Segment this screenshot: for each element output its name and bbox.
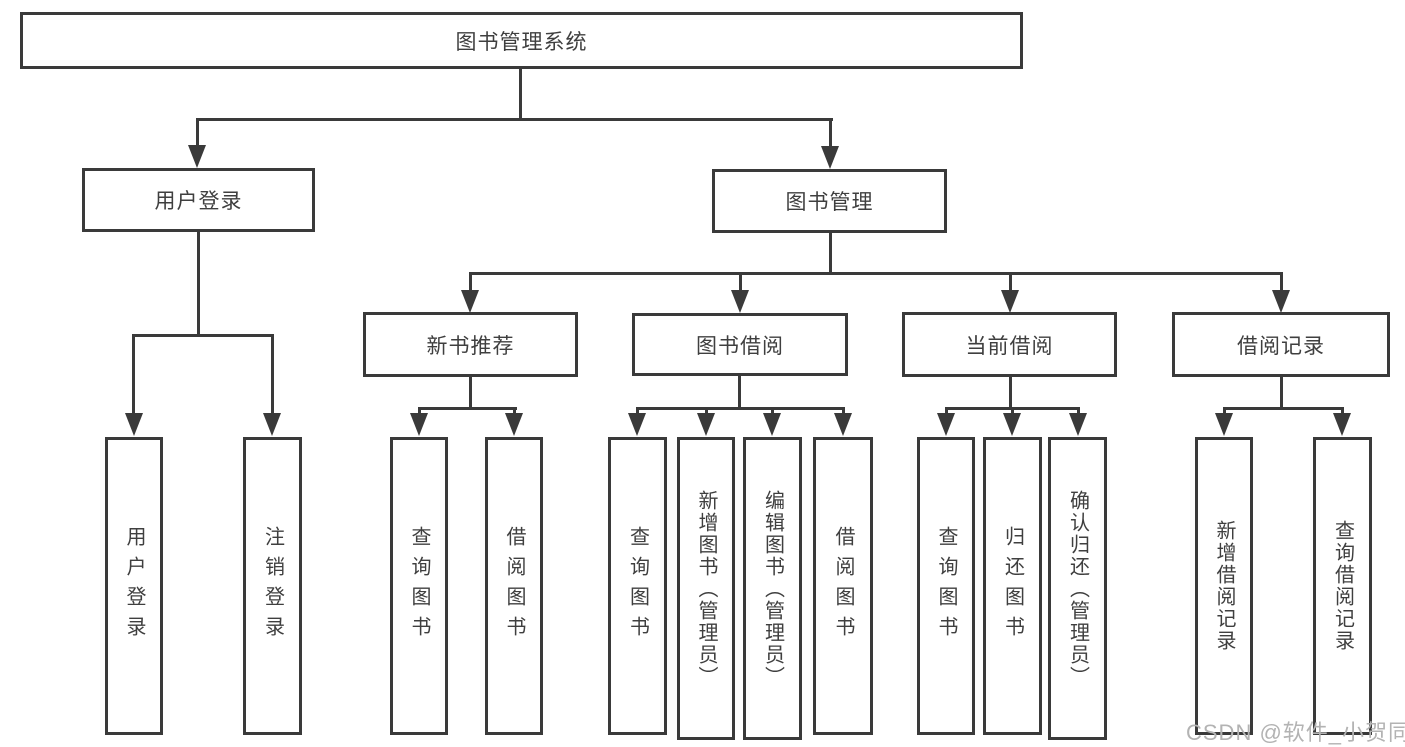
node-root-label: 图书管理系统 — [455, 30, 588, 54]
connector-line — [1341, 407, 1344, 418]
leaf-bb-borrow-books: 借阅图书 — [813, 437, 873, 735]
connector-line — [196, 118, 199, 150]
csdn-watermark: CSDN @软件_小贺同学 — [1186, 720, 1405, 745]
node-borrow-records-label: 借阅记录 — [1237, 334, 1325, 358]
leaf-br-add-record: 新增借阅记录 — [1195, 437, 1253, 735]
connector-line — [1009, 377, 1012, 410]
connector-line — [469, 272, 472, 293]
arrow-down-icon — [1272, 290, 1290, 313]
connector-line — [1223, 407, 1226, 418]
connector-line — [469, 272, 1283, 275]
arrow-down-icon — [937, 413, 955, 436]
connector-line — [418, 407, 421, 418]
connector-line — [196, 118, 833, 121]
connector-line — [829, 233, 832, 274]
leaf-br-query-record-label: 查询借阅记录 — [1331, 520, 1354, 652]
leaf-cb-query-books-label: 查询图书 — [935, 526, 957, 646]
arrow-down-icon — [731, 290, 749, 313]
arrow-down-icon — [461, 290, 479, 313]
leaf-user-login: 用户登录 — [105, 437, 163, 735]
leaf-cb-confirm-return-label: 确认归还（管理员） — [1066, 489, 1089, 688]
node-book-borrow-label: 图书借阅 — [696, 334, 784, 358]
leaf-bb-edit-books-label: 编辑图书（管理员） — [761, 489, 784, 688]
arrow-down-icon — [1333, 413, 1351, 436]
arrow-down-icon — [1003, 413, 1021, 436]
connector-line — [513, 407, 516, 418]
leaf-br-add-record-label: 新增借阅记录 — [1213, 520, 1235, 652]
node-root: 图书管理系统 — [20, 12, 1023, 69]
leaf-cb-confirm-return: 确认归还（管理员） — [1048, 437, 1107, 740]
node-new-book-recommend-label: 新书推荐 — [426, 334, 515, 358]
arrow-down-icon — [505, 413, 523, 436]
arrow-down-icon — [1215, 413, 1233, 436]
arrow-down-icon — [697, 413, 715, 436]
node-user-login: 用户登录 — [82, 168, 315, 232]
leaf-cb-return-books-label: 归还图书 — [1001, 526, 1024, 646]
connector-line — [705, 407, 708, 418]
node-user-login-label: 用户登录 — [154, 190, 243, 213]
arrow-down-icon — [188, 145, 206, 168]
arrow-down-icon — [628, 413, 646, 436]
connector-line — [1223, 407, 1344, 410]
connector-line — [469, 377, 472, 410]
node-current-borrow: 当前借阅 — [902, 312, 1117, 377]
arrow-down-icon — [125, 413, 143, 436]
leaf-cb-return-books: 归还图书 — [983, 437, 1042, 735]
arrow-down-icon — [1001, 290, 1019, 313]
connector-line — [829, 118, 832, 150]
connector-line — [519, 69, 522, 118]
connector-line — [1077, 407, 1080, 418]
leaf-nb-query-books: 查询图书 — [390, 437, 448, 735]
connector-line — [738, 376, 741, 410]
leaf-br-query-record: 查询借阅记录 — [1313, 437, 1372, 735]
leaf-logout-label: 注销登录 — [261, 526, 284, 646]
connector-line — [636, 407, 639, 418]
arrow-down-icon — [834, 413, 852, 436]
connector-line — [1280, 272, 1283, 293]
connector-line — [771, 407, 774, 418]
leaf-nb-borrow-books-label: 借阅图书 — [503, 526, 525, 646]
leaf-bb-add-books-label: 新增图书（管理员） — [695, 489, 717, 688]
connector-line — [271, 334, 274, 416]
connector-line — [739, 272, 742, 293]
arrow-down-icon — [1069, 413, 1087, 436]
leaf-logout: 注销登录 — [243, 437, 302, 735]
node-borrow-records: 借阅记录 — [1172, 312, 1390, 377]
arrow-down-icon — [263, 413, 281, 436]
leaf-cb-query-books: 查询图书 — [917, 437, 975, 735]
leaf-bb-add-books: 新增图书（管理员） — [677, 437, 735, 740]
leaf-bb-query-books: 查询图书 — [608, 437, 667, 735]
connector-line — [132, 334, 135, 416]
connector-line — [636, 407, 845, 410]
arrow-down-icon — [821, 146, 839, 169]
leaf-bb-borrow-books-label: 借阅图书 — [832, 526, 854, 646]
connector-line — [418, 407, 517, 410]
arrow-down-icon — [763, 413, 781, 436]
node-book-management: 图书管理 — [712, 169, 947, 233]
connector-line — [132, 334, 274, 337]
connector-line — [842, 407, 845, 418]
node-book-borrow: 图书借阅 — [632, 313, 848, 376]
connector-line — [945, 407, 948, 418]
leaf-nb-query-books-label: 查询图书 — [408, 526, 430, 646]
arrow-down-icon — [410, 413, 428, 436]
connector-line — [197, 232, 200, 337]
leaf-bb-query-books-label: 查询图书 — [626, 526, 649, 646]
connector-line — [1009, 272, 1012, 293]
leaf-nb-borrow-books: 借阅图书 — [485, 437, 543, 735]
node-book-management-label: 图书管理 — [785, 191, 874, 214]
connector-line — [1011, 407, 1014, 418]
node-current-borrow-label: 当前借阅 — [965, 334, 1054, 358]
leaf-bb-edit-books: 编辑图书（管理员） — [743, 437, 802, 740]
connector-line — [1280, 377, 1283, 410]
leaf-user-login-label: 用户登录 — [123, 526, 145, 646]
node-new-book-recommend: 新书推荐 — [363, 312, 578, 377]
